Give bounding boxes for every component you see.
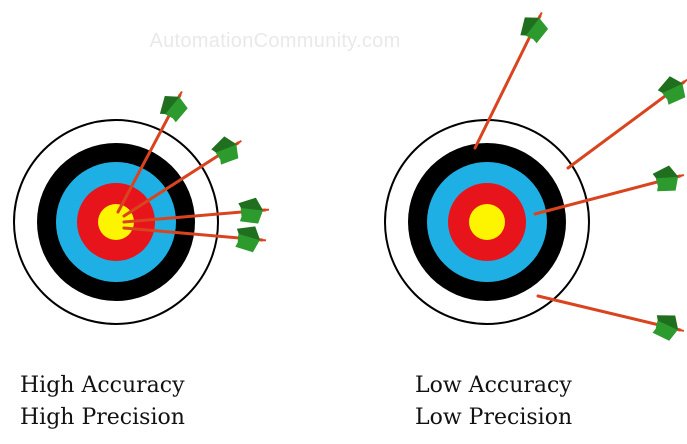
caption-low-accuracy-low-precision: Low Accuracy Low Precision [415, 370, 572, 434]
watermark: AutomationCommunity.com [0, 30, 550, 53]
arrow-nock [179, 91, 182, 96]
caption-line-accuracy: Low Accuracy [415, 370, 572, 402]
target-low-accuracy-low-precision [385, 120, 589, 324]
caption-line-precision: High Precision [20, 402, 185, 434]
caption-line-accuracy: High Accuracy [20, 370, 185, 402]
caption-high-accuracy-high-precision: High Accuracy High Precision [20, 370, 185, 434]
arrow-nock [539, 12, 542, 17]
arrow-nock [260, 240, 266, 241]
caption-line-precision: Low Precision [415, 402, 572, 434]
target-bullseye [469, 204, 505, 240]
arrow [538, 296, 684, 341]
arrow-nock [678, 330, 684, 331]
arrow-nock [236, 141, 241, 144]
arrow-nock [263, 210, 269, 211]
target-high-accuracy-high-precision [14, 120, 218, 324]
arrow [568, 76, 687, 168]
